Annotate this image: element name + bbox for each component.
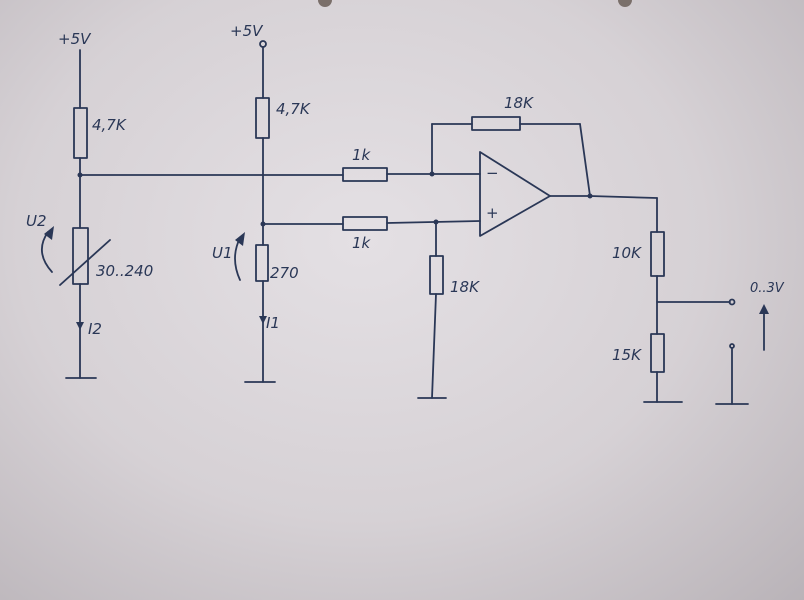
resistor-15k: [650, 333, 665, 373]
middle-branch: [234, 40, 276, 383]
voltage-arrow-u1: [234, 237, 241, 281]
voltage-arrowhead-u1: [235, 232, 245, 246]
resistor-18k-ground: [429, 255, 444, 295]
binder-hole-left: [318, 0, 332, 7]
current-arrow-i2: [76, 322, 84, 330]
resistor-1k-noninverting: [342, 216, 388, 231]
label-u2: U2: [26, 212, 47, 230]
resistor-1k-inverting: [342, 167, 388, 182]
label-r-top-mid: 4,7K: [276, 100, 311, 118]
left-branch: [41, 49, 111, 379]
binder-hole-right: [618, 0, 632, 7]
label-i2: I2: [88, 320, 102, 338]
label-r-out-top: 10K: [612, 244, 642, 262]
output-divider: [589, 195, 769, 405]
resistor-4k7-middle: [255, 97, 270, 139]
output-terminal-top: [728, 298, 736, 306]
label-r-in-minus: 1k: [352, 146, 372, 164]
resistor-270: [255, 244, 269, 282]
opamp-triangle: [479, 151, 551, 237]
label-r-feedback: 18K: [504, 94, 534, 112]
input-network: [77, 167, 481, 399]
label-r-ref: 270: [270, 264, 299, 282]
labels: +5V +5V 4,7K 4,7K 18K 1k 1k 18K 10K 15K …: [26, 22, 785, 364]
feedback-wire-right: [579, 123, 591, 197]
resistor-10k: [650, 231, 665, 277]
label-output-range: 0..3V: [750, 281, 785, 296]
output-voltage-arrowhead: [759, 304, 769, 314]
label-supply-left: +5V: [58, 30, 92, 48]
wire-out-to-divider: [589, 195, 658, 199]
label-r-in-plus: 1k: [352, 234, 372, 252]
junction-left-node: [77, 172, 83, 178]
wire-18k-to-ground: [431, 293, 437, 399]
thermistor: [72, 227, 89, 285]
voltage-arrowhead-u2: [44, 226, 54, 240]
opamp-stage: [431, 116, 593, 237]
resistor-4k7-left: [73, 107, 88, 159]
output-terminal-bottom: [729, 343, 735, 349]
label-u1: U1: [212, 244, 233, 262]
label-sensor-range: 30..240: [96, 262, 153, 280]
resistor-18k-feedback: [471, 116, 521, 131]
label-r-top-left: 4,7K: [92, 116, 127, 134]
junction-middle-node: [260, 221, 266, 227]
current-arrow-i1: [259, 316, 267, 324]
label-opamp-plus: +: [486, 204, 499, 222]
label-r-ground-plus: 18K: [450, 278, 480, 296]
label-r-out-bottom: 15K: [612, 346, 642, 364]
thermistor-slash: [59, 239, 111, 286]
label-i1: I1: [266, 314, 280, 332]
label-opamp-minus: −: [486, 164, 499, 182]
label-supply-middle: +5V: [230, 22, 264, 40]
